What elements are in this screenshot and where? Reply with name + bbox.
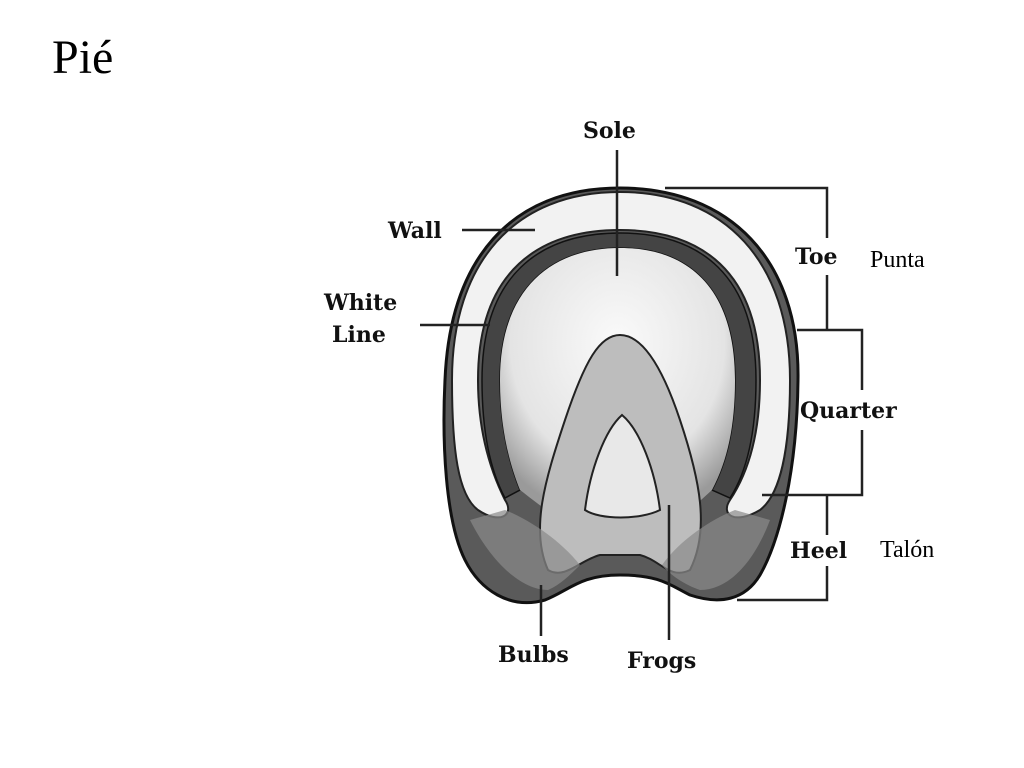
label-white-line-2: Line: [332, 322, 386, 348]
slide-title: Pié: [52, 31, 114, 84]
heel-bracket-bottom: [737, 566, 829, 602]
quarter-bracket-bottom: [762, 430, 864, 497]
label-white-line-1: White: [323, 290, 397, 316]
label-toe: Toe: [795, 244, 838, 270]
label-toe-translation: Punta: [870, 247, 925, 273]
frog-cleft: [583, 413, 662, 519]
white-line: [481, 232, 757, 500]
hoof-bulbs-right: [662, 510, 770, 590]
label-quarter: Quarter: [800, 398, 897, 424]
label-wall: Wall: [387, 218, 442, 244]
label-bulbs: Bulbs: [498, 642, 569, 668]
label-frogs: Frogs: [627, 648, 696, 674]
toe-bracket-top: [665, 186, 829, 238]
quarter-bracket-top: [797, 328, 864, 390]
label-heel-translation: Talón: [880, 537, 934, 563]
label-sole: Sole: [583, 118, 636, 144]
hoof-bulbs: [470, 510, 580, 590]
label-heel: Heel: [790, 538, 847, 564]
hoof-wall: [450, 190, 792, 519]
